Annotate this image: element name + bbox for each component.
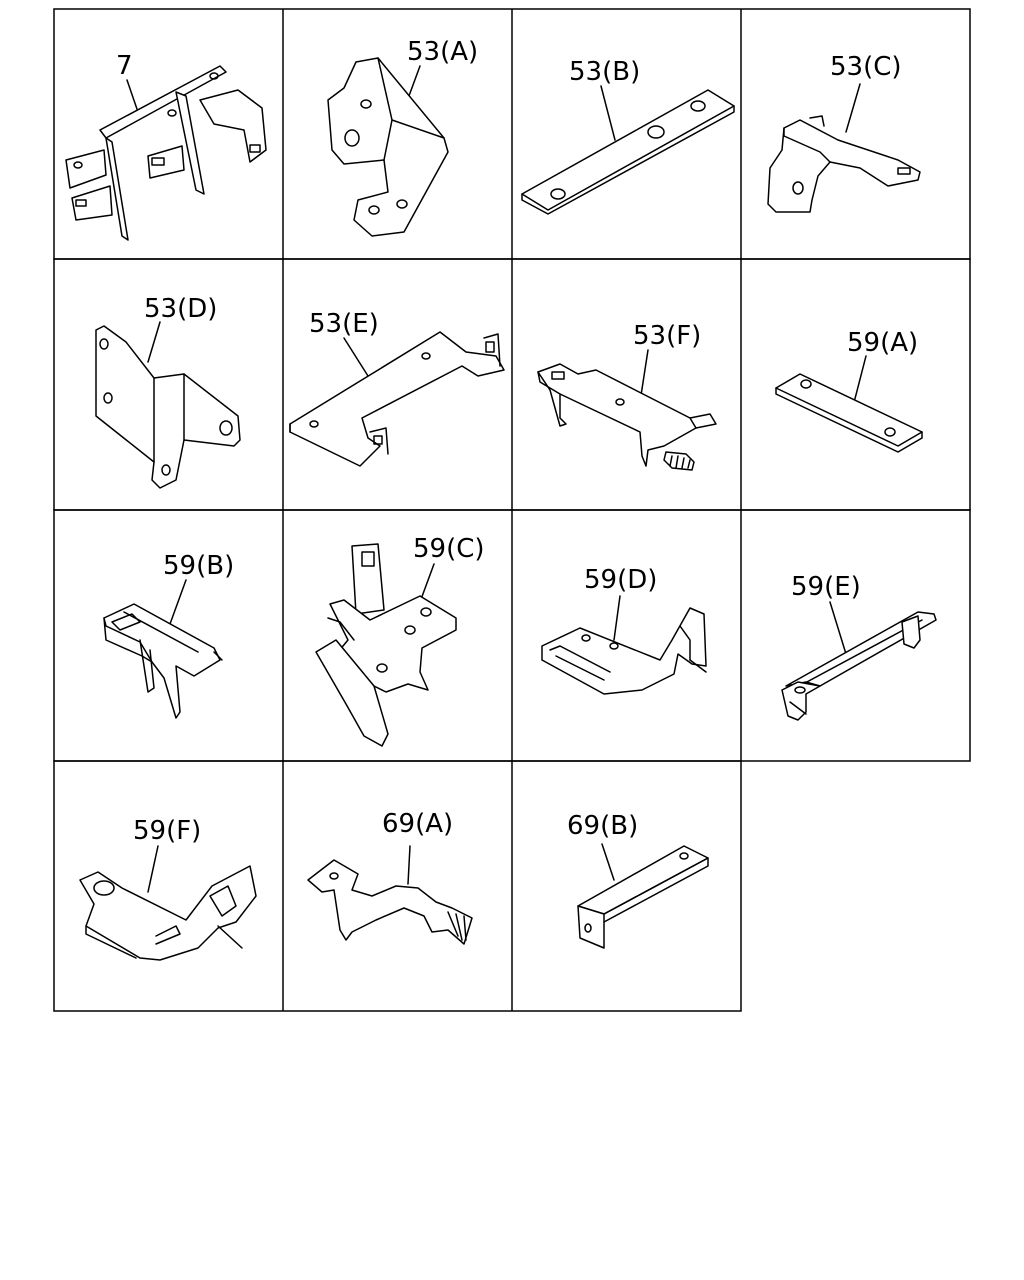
cell-part-7: 7 — [65, 51, 267, 241]
part-59f-drawing — [79, 865, 257, 961]
part-53c-drawing — [767, 115, 921, 213]
cell-part-59d: 59(D) — [541, 565, 707, 695]
part-59a-drawing — [775, 373, 923, 453]
callout-59a: 59(A) — [847, 328, 918, 358]
cell-part-53b: 53(B) — [521, 57, 735, 215]
callout-53e: 53(E) — [309, 309, 379, 339]
part-7-drawing — [65, 65, 267, 241]
callout-69a: 69(A) — [382, 809, 453, 839]
part-53a-drawing — [327, 57, 449, 237]
callout-53d: 53(D) — [144, 294, 217, 324]
cell-part-69a: 69(A) — [307, 809, 473, 945]
callout-59c: 59(C) — [413, 534, 485, 564]
part-59d-drawing — [541, 607, 707, 695]
cell-part-53d: 53(D) — [95, 294, 241, 489]
cell-part-53f: 53(F) — [537, 321, 717, 471]
part-59c-drawing — [315, 543, 457, 747]
callout-59d: 59(D) — [584, 565, 657, 595]
grid-lines — [53, 8, 971, 1012]
cell-part-59a: 59(A) — [775, 328, 923, 453]
callout-69b: 69(B) — [567, 811, 638, 841]
callout-59f: 59(F) — [133, 816, 201, 846]
callout-53f: 53(F) — [633, 321, 701, 351]
callout-59e: 59(E) — [791, 572, 861, 602]
cell-part-59b: 59(B) — [103, 551, 234, 719]
part-53b-drawing — [521, 89, 735, 215]
part-59e-drawing — [781, 611, 937, 721]
part-69a-drawing — [307, 859, 473, 945]
cell-part-59c: 59(C) — [315, 534, 485, 747]
callout-53c: 53(C) — [830, 52, 902, 82]
part-53f-drawing — [537, 363, 717, 471]
cell-part-53e: 53(E) — [289, 309, 505, 467]
cell-part-59e: 59(E) — [781, 572, 937, 721]
part-69b-drawing — [577, 845, 709, 949]
cell-part-59f: 59(F) — [79, 816, 257, 961]
cell-part-53c: 53(C) — [767, 52, 921, 213]
cell-part-53a: 53(A) — [327, 37, 478, 237]
part-53d-drawing — [95, 325, 241, 489]
callout-53a: 53(A) — [407, 37, 478, 67]
callout-53b: 53(B) — [569, 57, 640, 87]
part-59b-drawing — [103, 603, 223, 719]
callout-7: 7 — [116, 51, 133, 81]
callout-59b: 59(B) — [163, 551, 234, 581]
cell-part-69b: 69(B) — [567, 811, 709, 949]
part-53e-drawing — [289, 331, 505, 467]
